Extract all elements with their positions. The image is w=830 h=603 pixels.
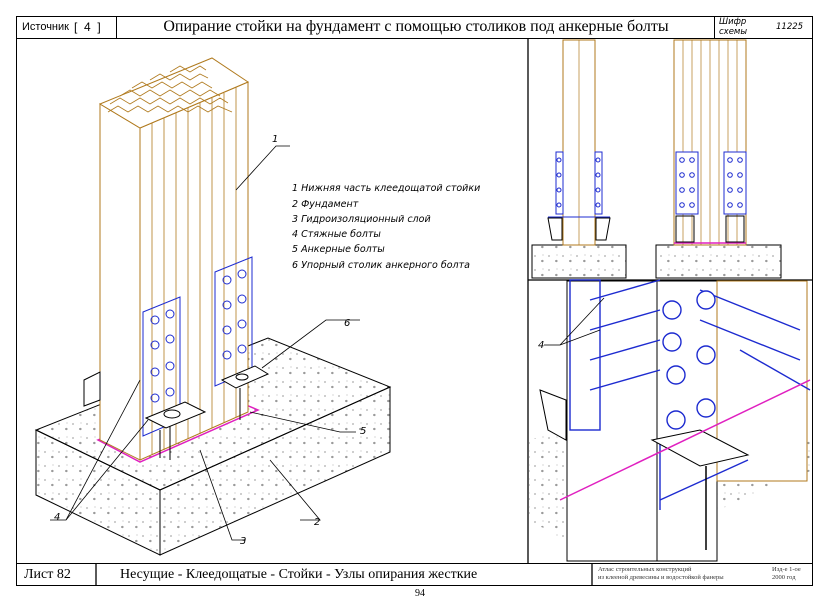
sheet-title: Опирание стойки на фундамент с помощью с… [163,18,669,35]
detail-close-up: 4 [529,279,813,562]
source-number-box: [ 4 ] [74,20,101,34]
glulam-column [98,57,250,461]
callout-2: 2 [314,517,320,528]
elevation-right [655,39,782,279]
callout-6: 6 [344,318,350,329]
title-block-header: Источник [ 4 ] Опирание стойки на фундам… [16,16,813,39]
edition-line-1: Изд-е 1-ое [772,566,801,573]
callout-1: 1 [272,134,278,145]
atlas-info: Атлас строительных конструкций из клеено… [598,566,773,582]
section-title: Несущие - Клеедощатые - Стойки - Узлы оп… [120,567,478,582]
anchor-table [83,365,270,460]
legend-item: 2 Фундамент [292,199,359,210]
legend-item: 3 Гидроизоляционный слой [292,214,431,225]
edition-info: Изд-е 1-ое 2000 год [772,566,812,582]
code-label: Шифр схемы [719,17,748,37]
callout-5: 5 [360,426,366,437]
legend-item: 4 Стяжные болты [292,229,381,240]
drawing-frame [16,16,813,586]
title-block-footer: Лист 82 Несущие - Клеедощатые - Стойки -… [16,563,813,586]
source-number: 4 [84,20,91,34]
legend-item: 6 Упорный столик анкерного болта [292,260,470,271]
atlas-line-1: Атлас строительных конструкций [598,566,692,573]
callout-4: 4 [54,512,60,523]
elevation-left [531,39,627,279]
atlas-line-2: из клееной древесины и водостойкой фанер… [598,574,724,581]
callout-4-detail: 4 [538,340,544,351]
callout-3: 3 [240,536,246,547]
edition-line-2: 2000 год [772,574,796,581]
legend-item: 5 Анкерные болты [292,244,385,255]
callout-leaders [50,145,360,541]
legend-item: 1 Нижняя часть клеедощатой стойки [292,183,481,194]
code-value: 11225 [776,22,804,32]
source-label: Источник [22,21,69,33]
page-number: 94 [415,588,425,599]
sheet-number: Лист 82 [24,567,71,582]
